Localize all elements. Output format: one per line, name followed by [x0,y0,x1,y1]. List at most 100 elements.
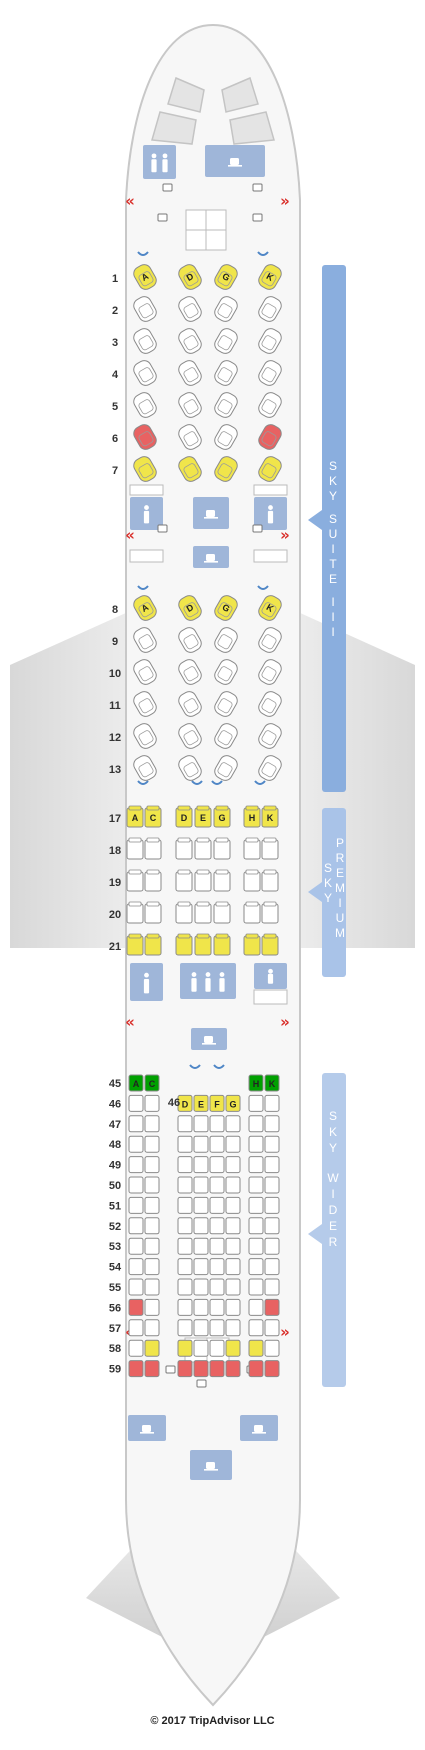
seat-56A[interactable] [128,1298,144,1316]
seat-12D[interactable] [176,721,204,751]
seat-5A[interactable] [131,390,159,420]
seat-17A[interactable]: A [126,805,144,828]
seat-21E[interactable] [194,933,212,956]
seat-2A[interactable] [131,294,159,324]
seat-54D[interactable] [177,1258,193,1276]
seat-48H[interactable] [248,1135,264,1153]
seat-18C[interactable] [144,837,162,860]
seat-45A[interactable]: A [128,1074,144,1092]
seat-58C[interactable] [144,1339,160,1357]
seat-17K[interactable]: K [261,805,279,828]
seat-57C[interactable] [144,1319,160,1337]
seat-47G[interactable] [225,1115,241,1133]
seat-50F[interactable] [209,1176,225,1194]
seat-50G[interactable] [225,1176,241,1194]
seat-9G[interactable] [212,625,240,655]
seat-19C[interactable] [144,869,162,892]
seat-51H[interactable] [248,1196,264,1214]
seat-1G[interactable]: G [212,262,240,292]
seat-54F[interactable] [209,1258,225,1276]
seat-52G[interactable] [225,1217,241,1235]
seat-3A[interactable] [131,326,159,356]
seat-10D[interactable] [176,657,204,687]
seat-48G[interactable] [225,1135,241,1153]
seat-53E[interactable] [193,1237,209,1255]
seat-56D[interactable] [177,1298,193,1316]
seat-53C[interactable] [144,1237,160,1255]
seat-20G[interactable] [213,901,231,924]
seat-7G[interactable] [212,454,240,484]
seat-1A[interactable]: A [131,262,159,292]
seat-53F[interactable] [209,1237,225,1255]
seat-21H[interactable] [243,933,261,956]
seat-56K[interactable] [264,1298,280,1316]
seat-47D[interactable] [177,1115,193,1133]
seat-49E[interactable] [193,1156,209,1174]
seat-54G[interactable] [225,1258,241,1276]
seat-59K[interactable] [264,1360,280,1378]
seat-51K[interactable] [264,1196,280,1214]
seat-55G[interactable] [225,1278,241,1296]
seat-17G[interactable]: G [213,805,231,828]
seat-20H[interactable] [243,901,261,924]
seat-10A[interactable] [131,657,159,687]
seat-53A[interactable] [128,1237,144,1255]
seat-54C[interactable] [144,1258,160,1276]
seat-47E[interactable] [193,1115,209,1133]
seat-58E[interactable] [193,1339,209,1357]
seat-47H[interactable] [248,1115,264,1133]
seat-12K[interactable] [256,721,284,751]
seat-3G[interactable] [212,326,240,356]
seat-19H[interactable] [243,869,261,892]
seat-45H[interactable]: H [248,1074,264,1092]
seat-3D[interactable] [176,326,204,356]
seat-51F[interactable] [209,1196,225,1214]
seat-47F[interactable] [209,1115,225,1133]
seat-20D[interactable] [175,901,193,924]
seat-11G[interactable] [212,689,240,719]
seat-55D[interactable] [177,1278,193,1296]
seat-13D[interactable] [176,753,204,783]
seat-58A[interactable] [128,1339,144,1357]
seat-48D[interactable] [177,1135,193,1153]
seat-19G[interactable] [213,869,231,892]
seat-54H[interactable] [248,1258,264,1276]
seat-19E[interactable] [194,869,212,892]
seat-51G[interactable] [225,1196,241,1214]
seat-52A[interactable] [128,1217,144,1235]
seat-17H[interactable]: H [243,805,261,828]
seat-46H[interactable] [248,1094,264,1112]
seat-45C[interactable]: C [144,1074,160,1092]
seat-8K[interactable]: K [256,593,284,623]
seat-20A[interactable] [126,901,144,924]
seat-46E[interactable]: E [193,1094,209,1112]
seat-51E[interactable] [193,1196,209,1214]
seat-57E[interactable] [193,1319,209,1337]
seat-1D[interactable]: D [176,262,204,292]
seat-21G[interactable] [213,933,231,956]
seat-51D[interactable] [177,1196,193,1214]
seat-50C[interactable] [144,1176,160,1194]
seat-18G[interactable] [213,837,231,860]
seat-4K[interactable] [256,358,284,388]
seat-59C[interactable] [144,1360,160,1378]
seat-17E[interactable]: E [194,805,212,828]
seat-56E[interactable] [193,1298,209,1316]
seat-19A[interactable] [126,869,144,892]
seat-53G[interactable] [225,1237,241,1255]
seat-45K[interactable]: K [264,1074,280,1092]
seat-50E[interactable] [193,1176,209,1194]
seat-55F[interactable] [209,1278,225,1296]
seat-59G[interactable] [225,1360,241,1378]
seat-52C[interactable] [144,1217,160,1235]
seat-48C[interactable] [144,1135,160,1153]
seat-52F[interactable] [209,1217,225,1235]
seat-11D[interactable] [176,689,204,719]
seat-8G[interactable]: G [212,593,240,623]
seat-18H[interactable] [243,837,261,860]
seat-52D[interactable] [177,1217,193,1235]
seat-48E[interactable] [193,1135,209,1153]
seat-49C[interactable] [144,1156,160,1174]
seat-48A[interactable] [128,1135,144,1153]
seat-48F[interactable] [209,1135,225,1153]
